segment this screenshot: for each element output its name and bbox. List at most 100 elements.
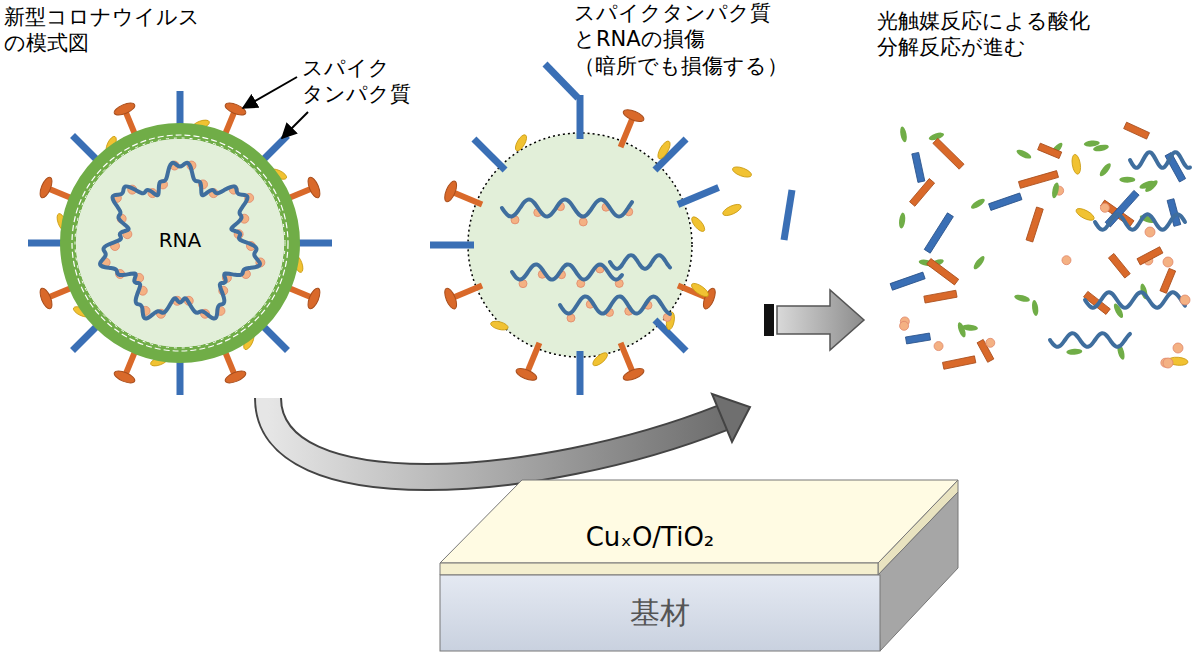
spike-stalk (453, 193, 482, 205)
detached-rod (784, 190, 792, 240)
layer-top-face (440, 480, 958, 563)
spike-rod (474, 139, 505, 170)
rod-fragment (1018, 171, 1058, 189)
layer-front-face (440, 563, 878, 575)
spike-cap (442, 180, 459, 204)
rod-fragment (1026, 207, 1043, 242)
envelope-fragment (1143, 179, 1159, 194)
fragments (890, 122, 1190, 369)
curved-arrow-outline (268, 398, 722, 477)
rna-strand (1130, 152, 1190, 168)
spike-cap (622, 366, 646, 383)
spike-stalk (621, 343, 633, 372)
spike-rod (577, 95, 584, 139)
rod-fragment (943, 356, 976, 369)
small-protein (591, 351, 610, 368)
envelope-fragment (956, 321, 967, 338)
envelope-fragment (1084, 140, 1101, 148)
spike-cap (515, 366, 539, 383)
spike-rod (655, 139, 686, 170)
envelope-ring (68, 131, 292, 355)
virus-interior (76, 139, 284, 347)
material-label: CuₓO/TiO₂ (583, 522, 718, 552)
spike-rod (430, 242, 474, 249)
spike-cap (38, 176, 55, 200)
spike-cap (224, 101, 248, 118)
block-arrow (777, 290, 864, 350)
rna-strand (1085, 292, 1185, 307)
envelope-fragment (972, 254, 987, 270)
rod-fragment (989, 193, 1022, 210)
leader-line (243, 77, 297, 108)
rna-strand (1050, 333, 1130, 347)
envelope-fragment (1066, 348, 1082, 355)
bead-fragment (1062, 256, 1071, 265)
detached-protein (721, 202, 743, 218)
rna-strand (610, 255, 670, 269)
rna-strand (100, 163, 260, 319)
envelope-fragment (1014, 293, 1031, 303)
rod-fragment (1124, 122, 1150, 139)
bead-fragment (1180, 295, 1190, 305)
coating-layer: CuₓO/TiO₂ (440, 478, 960, 578)
rod-fragment (924, 213, 953, 253)
damaged-virus (430, 64, 792, 395)
bead-fragment (986, 338, 995, 347)
rod-fragment (890, 272, 925, 290)
bead-fragment (1173, 343, 1183, 353)
spike-stalk (453, 286, 482, 298)
envelope-fragment (1031, 300, 1039, 317)
substrate-block: 基材 (440, 575, 880, 651)
substrate-front-face (440, 575, 880, 651)
rod-fragment (927, 259, 959, 285)
rna-strand (560, 296, 670, 314)
detached-rod (545, 64, 578, 98)
spike-rod (678, 188, 719, 205)
bead-fragment (934, 342, 943, 351)
protein-fragment (1074, 206, 1095, 222)
damaged-envelope (468, 133, 692, 357)
leader-line (282, 112, 308, 138)
envelope-fragment (898, 212, 906, 229)
curved-arrow-head (712, 394, 750, 442)
small-protein (689, 215, 706, 234)
bead-fragment (1163, 358, 1173, 368)
bead-fragment (900, 321, 909, 330)
figure-heading: スパイクタンパク質 とRNAの損傷 （暗所でも損傷する） (574, 0, 802, 79)
envelope-fragment (1098, 162, 1113, 178)
spike-cap (38, 287, 55, 311)
rod-fragment (1108, 253, 1130, 278)
spike-cap (224, 369, 248, 386)
rod-fragment (933, 138, 964, 169)
detached-protein (656, 139, 673, 160)
rod-fragment (1038, 143, 1062, 158)
membrane-line (75, 138, 285, 348)
spike-cap (113, 101, 137, 118)
spike-cap (306, 176, 323, 200)
curved-arrow (268, 398, 722, 477)
bead-fragment (1145, 227, 1155, 237)
spike-cap (622, 107, 646, 124)
bead-fragment (1163, 257, 1173, 267)
part-label: RNA (156, 228, 205, 252)
rna-strand (1095, 214, 1185, 229)
spike-rod (577, 351, 584, 395)
envelope-fragment (1015, 148, 1032, 160)
envelope-fragment (970, 197, 987, 211)
material-label: 基材 (627, 593, 693, 634)
rod-fragment (1137, 247, 1163, 265)
rod-fragment (910, 179, 935, 207)
envelope-fragment (899, 126, 908, 143)
spike-cap (306, 287, 323, 311)
spike-stalk (621, 118, 633, 147)
protein-fragment (1071, 154, 1082, 175)
spike-cap (113, 369, 137, 386)
rna-bead (579, 218, 587, 226)
figure-heading: 新型コロナウイルス の模式図 (4, 4, 219, 57)
virus-particle: RNA (60, 123, 300, 363)
envelope-fragment (1119, 177, 1135, 183)
spike-group (28, 91, 332, 395)
spike-cap (442, 287, 459, 311)
rna-strand (512, 264, 622, 279)
